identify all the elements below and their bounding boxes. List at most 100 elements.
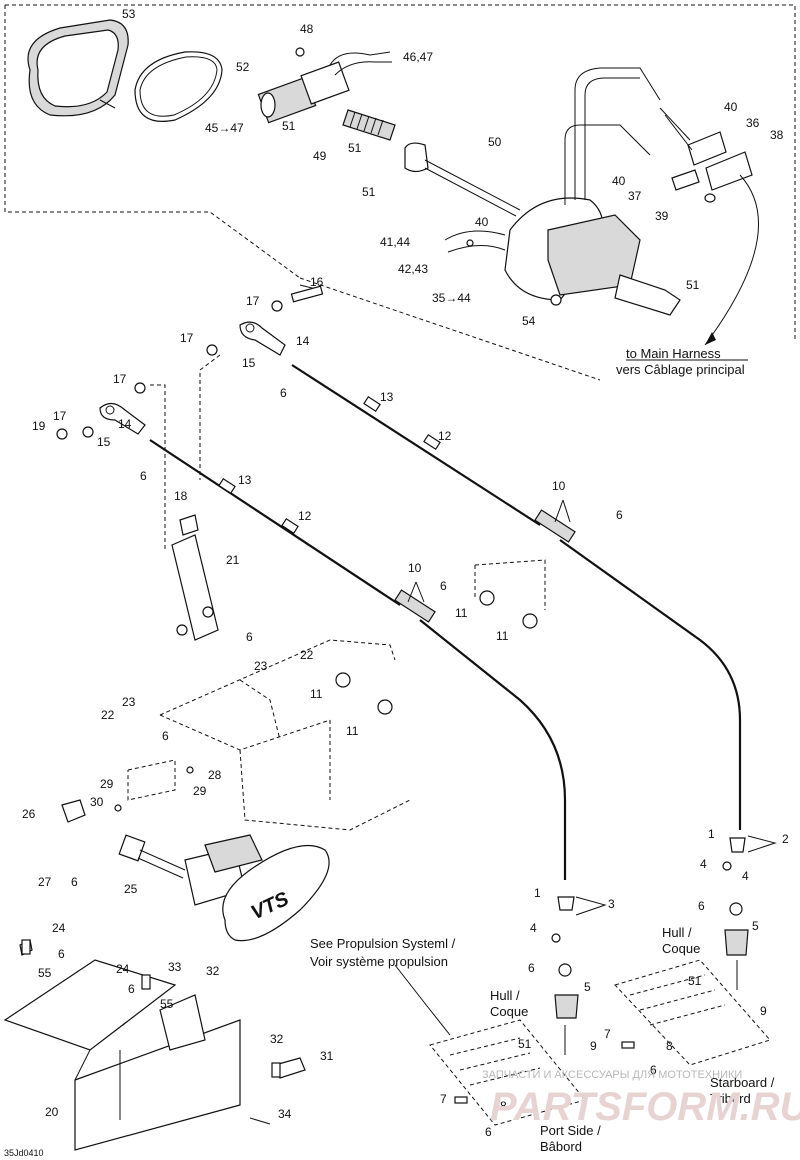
right-cable-end	[722, 837, 749, 990]
group-brackets	[407, 499, 777, 916]
callout: 29	[100, 777, 114, 791]
callout: 24	[116, 962, 130, 976]
leader-lower	[150, 384, 166, 550]
callout: 31	[320, 1049, 334, 1063]
callout: 55	[38, 966, 52, 980]
callout: 19	[32, 419, 46, 433]
callout: 4	[742, 869, 749, 883]
lower-bracket-20	[3, 939, 306, 1151]
callout: 40	[475, 215, 489, 229]
lever-21	[171, 514, 219, 641]
callout: 37	[628, 189, 642, 203]
leader-upper	[199, 354, 221, 480]
rod-end-upper	[206, 284, 324, 356]
callout: 51	[518, 1037, 532, 1051]
callout: 5	[752, 919, 759, 933]
callout: 38	[770, 128, 784, 142]
callout: 6	[140, 469, 147, 483]
callout: 25	[124, 882, 138, 896]
propulsion-note-line2: Voir système propulsion	[310, 954, 448, 969]
callout: 9	[760, 1004, 767, 1018]
callout: 32	[270, 1032, 284, 1046]
callout: 2	[782, 832, 789, 846]
callout: 54	[522, 314, 536, 328]
callout: 10	[552, 479, 566, 493]
port-side-note-line2: Bâbord	[540, 1139, 582, 1154]
callout: 6	[128, 982, 135, 996]
callout: 52	[236, 60, 250, 74]
callout: 4	[530, 921, 537, 935]
callout: 26	[22, 807, 36, 821]
callout: 41,44	[380, 235, 410, 249]
callout: 22	[101, 708, 115, 722]
diagram-code: 35Jd0410	[4, 1148, 44, 1158]
callout: 11	[496, 629, 509, 643]
callout: 49	[313, 149, 327, 163]
callout: 6	[650, 1063, 657, 1077]
callout: 39	[655, 209, 669, 223]
starboard-note-line2: Tribord	[710, 1091, 751, 1106]
callout: 34	[278, 1107, 292, 1121]
callout: 11	[310, 687, 323, 701]
callout: 15	[97, 435, 111, 449]
callout: 46,47	[403, 50, 433, 64]
propulsion-arrow	[394, 964, 451, 1036]
seal-ring-52	[134, 51, 223, 122]
callout: 18	[174, 489, 188, 503]
callout: 22	[300, 648, 314, 662]
callout: 3	[608, 897, 615, 911]
callout: 1	[708, 827, 715, 841]
callout: 17	[113, 372, 127, 386]
callout: 8	[666, 1039, 673, 1053]
callout: 4	[700, 857, 707, 871]
callout: 28	[208, 768, 222, 782]
callout: 53	[122, 7, 136, 21]
wires-41-44	[444, 230, 506, 253]
callout: 6	[485, 1125, 492, 1139]
main-harness-note-line2: vers Câblage principal	[616, 362, 745, 377]
callout: 51	[688, 974, 702, 988]
rod-end-lower	[56, 382, 146, 440]
propulsion-note-line1: See Propulsion Systeml /	[310, 936, 456, 951]
left-cable-end	[551, 896, 579, 1055]
cable-upper-right	[291, 364, 742, 830]
callout: 9	[590, 1039, 597, 1053]
callout: 45→47	[205, 121, 244, 135]
harness-arrowhead	[705, 332, 716, 345]
callout: 6	[698, 899, 705, 913]
connector-36-38	[659, 107, 753, 203]
callout: 8	[500, 1099, 507, 1113]
callout: 51	[282, 119, 296, 133]
callout: 51	[348, 141, 362, 155]
hull-left-note-line2: Coque	[490, 1004, 528, 1019]
callout: 13	[238, 473, 252, 487]
motor-assembly	[257, 47, 392, 124]
worm-screw-49	[342, 109, 396, 141]
cover-53	[27, 19, 129, 117]
hull-right-note-line1: Hull /	[662, 925, 692, 940]
callout: 14	[118, 417, 132, 431]
callout: 21	[226, 553, 240, 567]
callout: 35→44	[432, 291, 471, 305]
watermark-logo: PARTSFORM.RU	[490, 1085, 800, 1129]
callout: 55	[160, 997, 174, 1011]
callout: 1	[534, 886, 541, 900]
callout: 7	[440, 1092, 447, 1106]
hull-left-note-line1: Hull /	[490, 988, 520, 1003]
inset-frame	[4, 4, 796, 381]
callout: 51	[686, 278, 700, 292]
callout: 6	[71, 875, 78, 889]
callout: 17	[246, 294, 260, 308]
port-side-note-line1: Port Side /	[540, 1123, 601, 1138]
callout: 23	[254, 659, 268, 673]
callout: 6	[616, 508, 623, 522]
callout: 6	[528, 961, 535, 975]
callout: 11	[346, 724, 359, 738]
nozzle-right	[614, 959, 771, 1066]
callout: 5	[584, 980, 591, 994]
main-harness-note-line1: to Main Harness	[626, 346, 721, 361]
callout: 27	[38, 875, 52, 889]
callout: 13	[380, 390, 394, 404]
callout: 17	[180, 331, 194, 345]
